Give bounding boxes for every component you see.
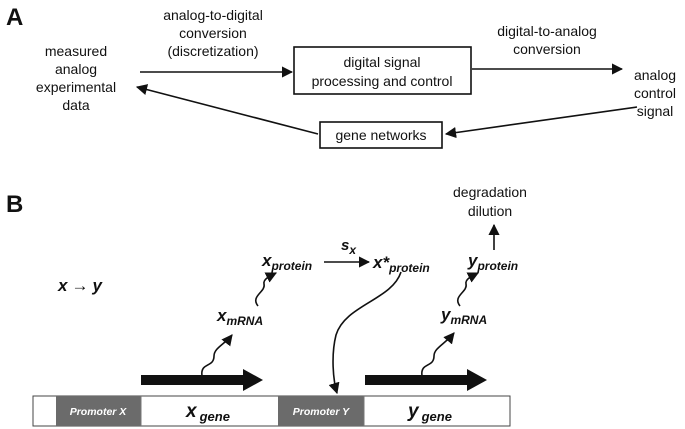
dac-line-2: conversion	[513, 41, 581, 57]
measured-line-1: measured	[45, 43, 107, 59]
x-star-protein-label: x*protein	[372, 253, 430, 275]
x-transcription-arrow	[201, 334, 233, 377]
degradation-label: degradation	[453, 184, 527, 200]
sx-label: sx	[341, 237, 357, 257]
control-line-1: analog	[634, 67, 676, 83]
control-line-2: control	[634, 85, 676, 101]
dac-text: digital-to-analog conversion	[497, 23, 597, 57]
promoter-y-label: Promoter Y	[293, 406, 350, 418]
activation-arrow	[328, 271, 402, 395]
x-mrna-label: xmRNA	[216, 306, 263, 328]
measured-line-2: analog	[55, 61, 97, 77]
measured-data-text: measured analog experimental data	[36, 43, 116, 113]
dac-line-1: digital-to-analog	[497, 23, 597, 39]
y-mrna-label: ymRNA	[440, 305, 487, 327]
dsp-line-1: digital signal	[343, 54, 420, 70]
y-protein-label: yprotein	[467, 251, 518, 273]
gene-networks-box	[319, 121, 443, 149]
control-signal-text: analog control signal	[634, 67, 676, 119]
measured-line-4: data	[62, 97, 89, 113]
adc-text: analog-to-digital conversion (discretiza…	[163, 7, 263, 59]
promoter-y-box	[278, 396, 364, 426]
adc-line-3: (discretization)	[167, 43, 258, 59]
dilution-label: dilution	[468, 203, 512, 219]
adc-line-2: conversion	[179, 25, 247, 41]
gene-networks-label: gene networks	[335, 127, 426, 143]
y-translation-arrow	[457, 272, 480, 307]
dsp-line-2: processing and control	[312, 73, 453, 89]
promoter-x-label: Promoter X	[70, 406, 128, 418]
panel-b-label: B	[6, 191, 23, 218]
promoter-x-box	[56, 396, 141, 426]
y-gene-direction-arrow	[365, 369, 487, 391]
x-translation-arrow	[255, 272, 278, 307]
y-transcription-arrow	[421, 332, 455, 377]
control-to-gene-arrow	[444, 106, 638, 139]
panel-a-label: A	[6, 4, 23, 31]
control-line-3: signal	[637, 103, 674, 119]
gene-to-data-arrow	[135, 84, 319, 135]
x-to-y-relation: x→y	[57, 276, 103, 295]
x-gene-direction-arrow	[141, 369, 263, 391]
dsp-box	[293, 46, 472, 95]
adc-line-1: analog-to-digital	[163, 7, 263, 23]
measured-line-3: experimental	[36, 79, 116, 95]
x-protein-label: xprotein	[261, 251, 312, 273]
